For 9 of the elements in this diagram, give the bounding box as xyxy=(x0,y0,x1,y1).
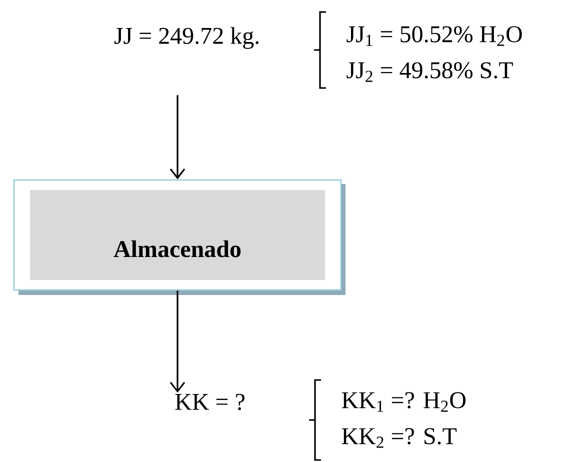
quantity-text: JJ = 249.72 kg. xyxy=(114,27,259,49)
composition-text: KK$_{2}$ =? S.T xyxy=(342,428,457,448)
composition-text: JJ$_{1}$ = 50.52% H$_{2}$O xyxy=(346,26,522,46)
quantity-text: KK = ? xyxy=(175,394,244,410)
arrow xyxy=(170,290,186,393)
composition-text: KK$_{1}$ =? H$_{2}$O xyxy=(342,392,466,412)
composition-text: JJ$_{2}$ = 49.58% S.T xyxy=(346,62,513,82)
process-box: Almacenado xyxy=(13,179,346,295)
arrow xyxy=(170,95,186,180)
